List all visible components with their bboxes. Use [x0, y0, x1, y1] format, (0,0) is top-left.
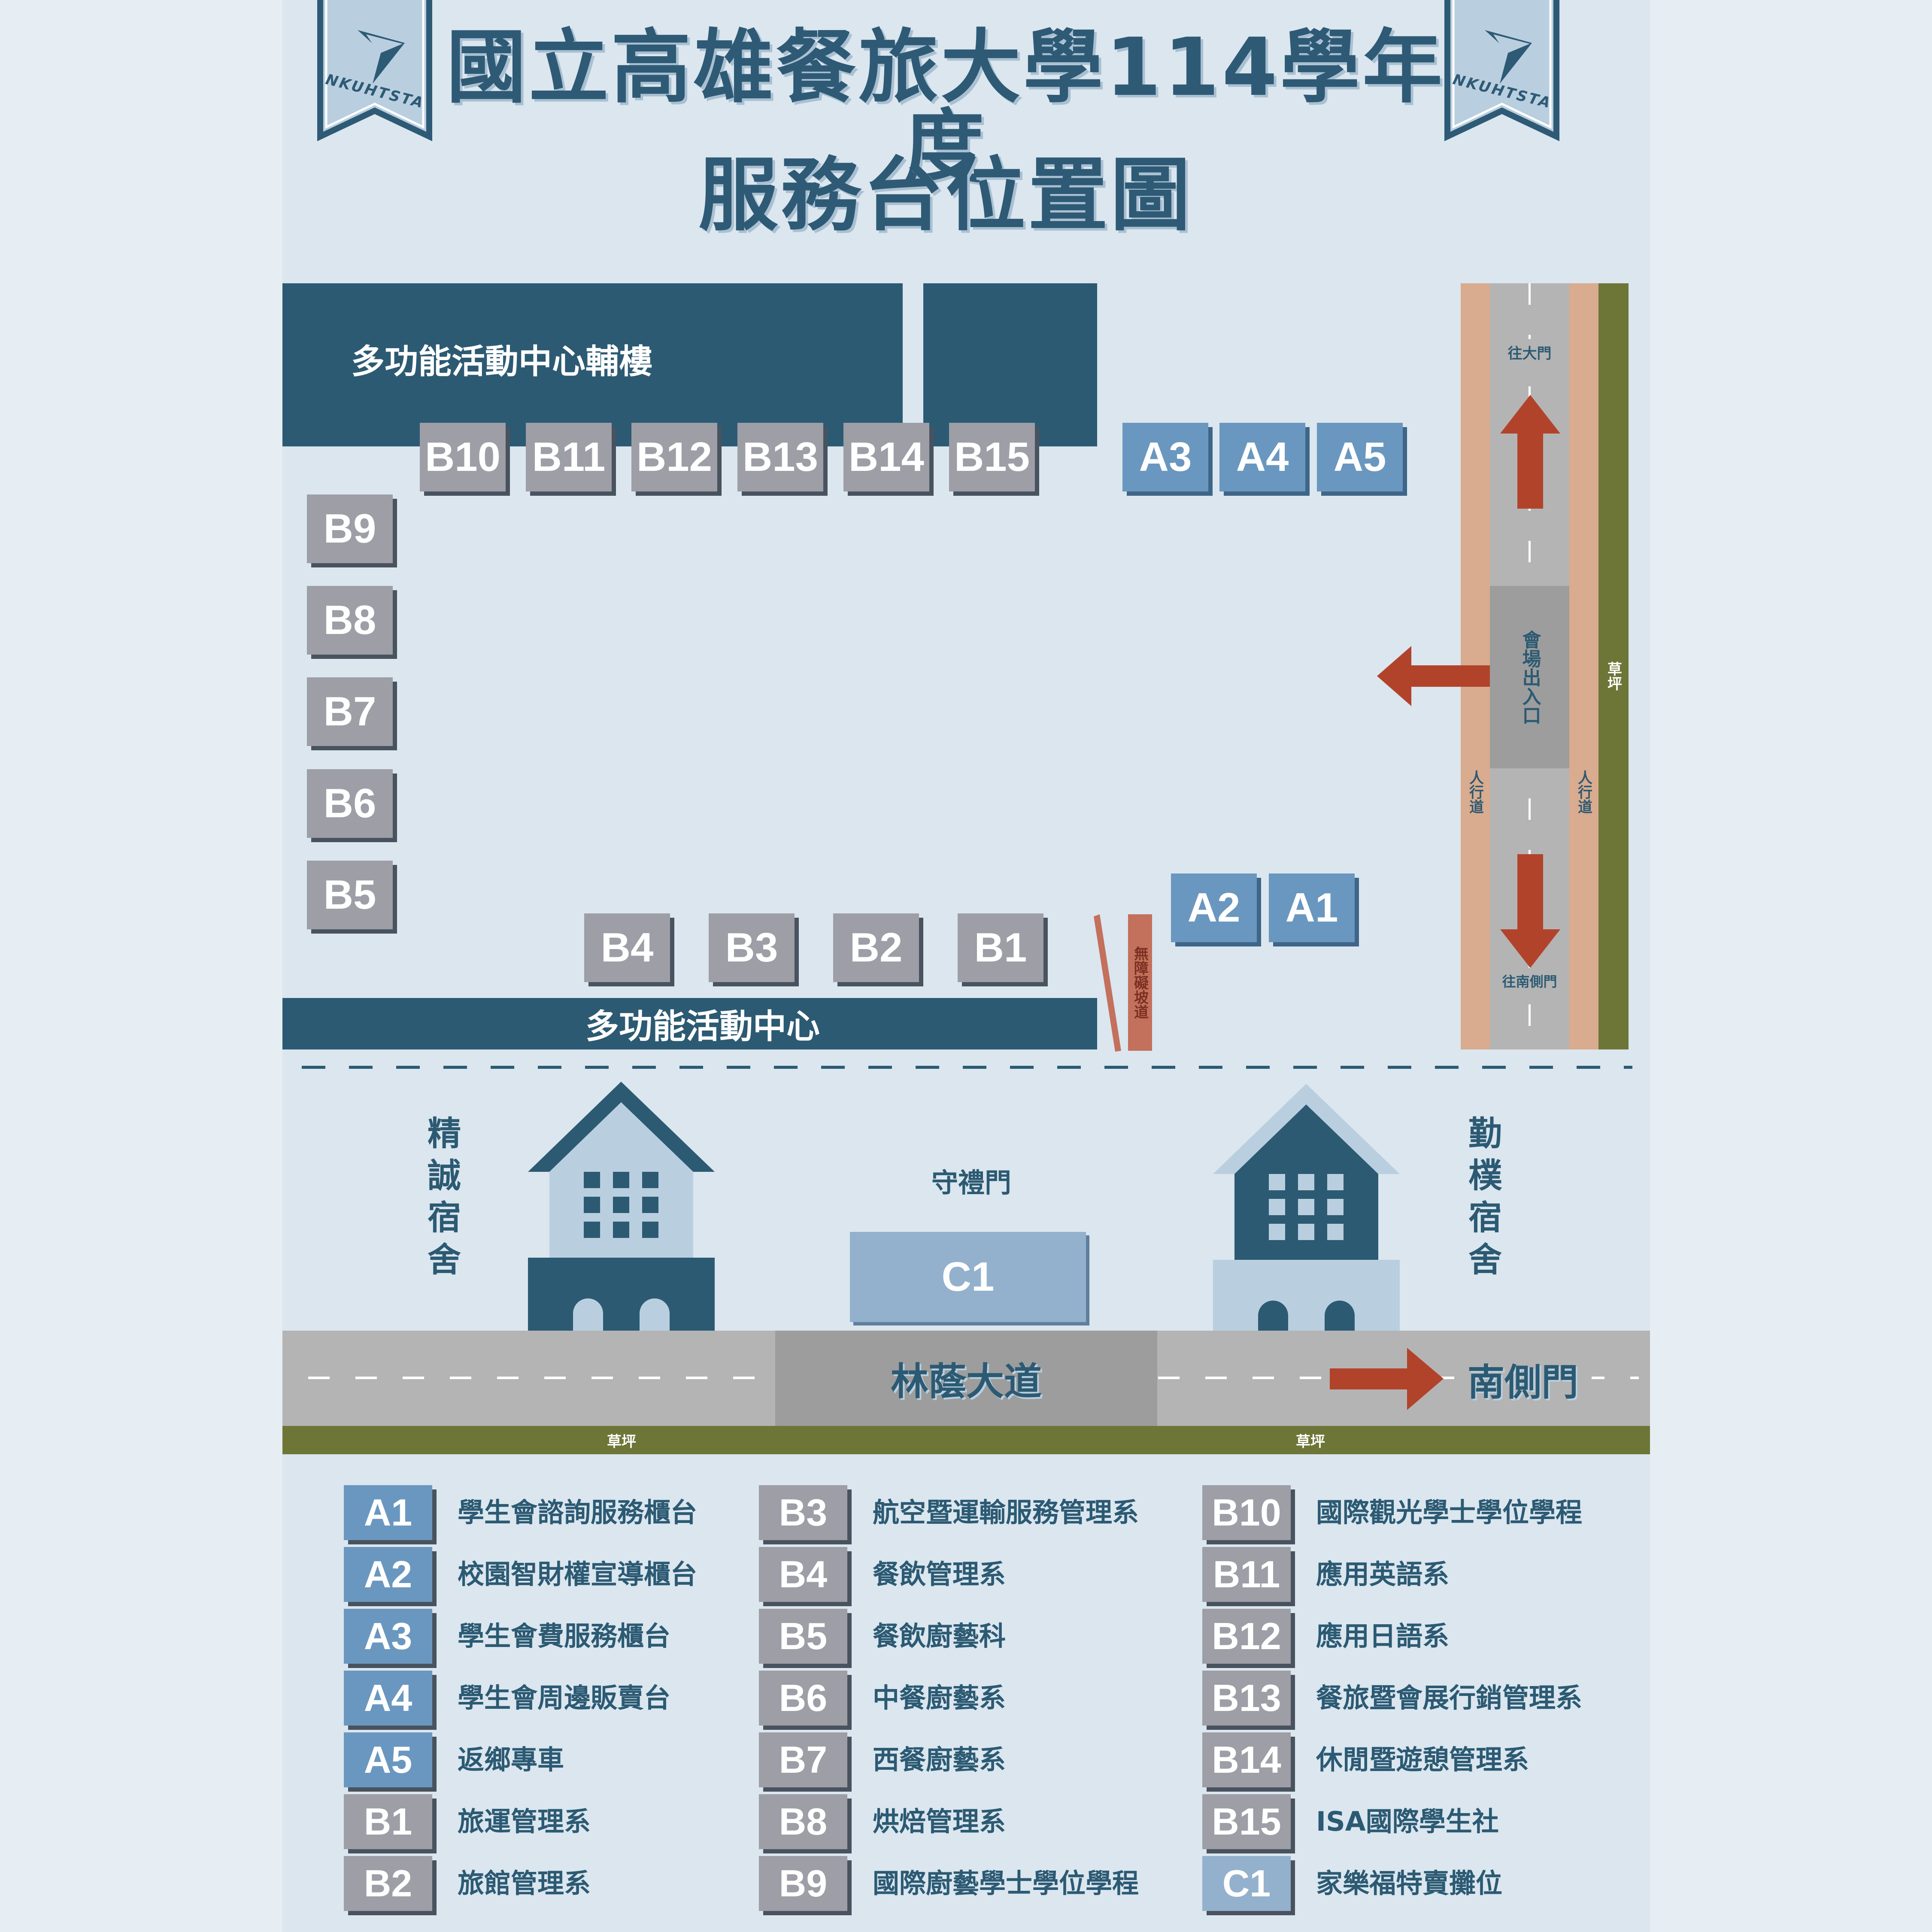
dorm-left-label: 精誠宿舍 [422, 1116, 461, 1284]
page-title: 國立高雄餐旅大學114學年度 [446, 21, 1445, 194]
grass-strip-bottom [282, 1426, 1650, 1454]
legend-name-b3: 航空暨運輸服務管理系 [873, 1497, 1139, 1528]
poster: NKUHTSTA NKUHTSTA 國立高雄餐旅大學114學年度 服務台位置圖 … [282, 0, 1650, 1932]
booth-b6[interactable]: B6 [307, 769, 393, 838]
legend-code-a1: A1 [344, 1485, 432, 1540]
booth-a4[interactable]: A4 [1219, 423, 1305, 491]
annex-building [282, 283, 903, 446]
page-subtitle: 服務台位置圖 [698, 149, 1193, 242]
legend-code-b7: B7 [759, 1732, 847, 1787]
legend-code-a4: A4 [344, 1671, 432, 1726]
arrow-right-icon [1330, 1348, 1444, 1410]
legend-code-b15: B15 [1202, 1794, 1291, 1849]
booth-b1[interactable]: B1 [958, 913, 1043, 982]
grass-right-label: 草坪 [1604, 661, 1622, 691]
booth-b10[interactable]: B10 [420, 423, 506, 491]
grass-strip-right [1598, 283, 1629, 1049]
gate-label: 守禮門 [931, 1167, 1011, 1198]
legend-name-b9: 國際廚藝學士學位學程 [873, 1868, 1139, 1899]
legend-name-a2: 校園智財權宣導櫃台 [458, 1559, 698, 1590]
booth-b8[interactable]: B8 [307, 586, 393, 655]
sidewalk-right [1569, 283, 1598, 1049]
legend-code-b5: B5 [759, 1609, 847, 1664]
legend-code-a2: A2 [344, 1547, 432, 1602]
legend-name-a4: 學生會周邊販賣台 [458, 1682, 671, 1714]
divider-dashed [302, 1066, 1632, 1069]
legend-code-b10: B10 [1202, 1485, 1291, 1540]
legend-name-b2: 旅館管理系 [458, 1868, 591, 1899]
booth-b14[interactable]: B14 [843, 423, 929, 491]
booth-a3[interactable]: A3 [1122, 423, 1208, 491]
legend-name-b8: 烘焙管理系 [873, 1806, 1006, 1837]
booth-b15[interactable]: B15 [949, 423, 1035, 491]
legend-name-b15: ISA國際學生社 [1316, 1806, 1499, 1837]
booth-a5[interactable]: A5 [1317, 423, 1403, 491]
arrow-up-icon [1498, 395, 1562, 509]
booth-a1[interactable]: A1 [1269, 873, 1355, 942]
legend-name-b12: 應用日語系 [1316, 1620, 1450, 1652]
arrow-down-icon [1498, 854, 1562, 968]
annex-building-wing [923, 283, 1097, 446]
legend-name-b11: 應用英語系 [1316, 1559, 1450, 1590]
legend-code-b1: B1 [344, 1794, 432, 1849]
legend-name-b14: 休閒暨遊憩管理系 [1316, 1744, 1529, 1775]
legend-name-b7: 西餐廚藝系 [873, 1744, 1006, 1775]
road-label-south-gate: 往南側門 [1490, 968, 1569, 994]
ramp-slope-icon [1094, 914, 1124, 1052]
sidewalk-right-label: 人行道 [1575, 770, 1592, 814]
main-building-label: 多功能活動中心 [585, 1007, 820, 1046]
road-label-main-gate: 往大門 [1490, 339, 1569, 365]
legend-code-b2: B2 [344, 1856, 432, 1911]
legend-code-b11: B11 [1202, 1547, 1291, 1602]
booth-a2[interactable]: A2 [1171, 873, 1257, 942]
booth-b12[interactable]: B12 [631, 423, 717, 491]
legend-name-c1: 家樂福特賣攤位 [1316, 1868, 1503, 1899]
legend-name-a3: 學生會費服務櫃台 [458, 1620, 671, 1652]
booth-b5[interactable]: B5 [307, 861, 393, 929]
legend-name-b10: 國際觀光學士學位學程 [1316, 1497, 1583, 1528]
legend-code-a3: A3 [344, 1609, 432, 1664]
booth-b9[interactable]: B9 [307, 494, 393, 563]
grass-bottom-right-label: 草坪 [1296, 1433, 1325, 1450]
lane-dash-left [308, 1377, 755, 1379]
legend-code-b6: B6 [759, 1671, 847, 1726]
grass-bottom-left-label: 草坪 [607, 1433, 636, 1450]
booth-b7[interactable]: B7 [307, 677, 393, 746]
legend-name-b1: 旅運管理系 [458, 1806, 591, 1837]
legend-code-b3: B3 [759, 1485, 847, 1540]
legend-code-b4: B4 [759, 1547, 847, 1602]
sidewalk-left-label: 人行道 [1466, 770, 1484, 814]
legend-code-c1: C1 [1202, 1856, 1291, 1911]
booth-c1[interactable]: C1 [850, 1232, 1086, 1322]
legend-code-b8: B8 [759, 1794, 847, 1849]
legend-code-b13: B13 [1202, 1671, 1291, 1726]
south-gate-label: 南側門 [1454, 1348, 1592, 1410]
annex-building-label: 多功能活動中心輔樓 [351, 343, 653, 381]
main-building [282, 998, 1097, 1049]
venue-entrance: 會場出入口 [1490, 586, 1569, 768]
dorm-right-building-icon [1213, 1084, 1400, 1333]
legend-name-a1: 學生會諮詢服務櫃台 [458, 1497, 698, 1528]
booth-b13[interactable]: B13 [737, 423, 823, 491]
legend-code-b9: B9 [759, 1856, 847, 1911]
booth-b11[interactable]: B11 [526, 423, 612, 491]
booth-b2[interactable]: B2 [833, 913, 919, 982]
legend-name-b4: 餐飲管理系 [873, 1559, 1006, 1590]
logo-banner-left [317, 0, 433, 142]
ramp-label: 無障礙坡道 [1128, 914, 1152, 1051]
logo-banner-right [1444, 0, 1560, 142]
booth-b3[interactable]: B3 [709, 913, 795, 982]
legend-name-b5: 餐飲廚藝科 [873, 1620, 1006, 1652]
legend-code-a5: A5 [344, 1732, 432, 1787]
dorm-left-building-icon [528, 1082, 715, 1331]
legend-name-b13: 餐旅暨會展行銷管理系 [1316, 1682, 1583, 1714]
boulevard: 林蔭大道 [775, 1331, 1157, 1426]
arrow-left-icon [1377, 644, 1490, 708]
legend-code-b12: B12 [1202, 1609, 1291, 1664]
legend-name-a5: 返鄉專車 [458, 1744, 564, 1775]
dorm-right-label: 勤樸宿舍 [1463, 1116, 1501, 1284]
legend-name-b6: 中餐廚藝系 [873, 1682, 1006, 1714]
legend-code-b14: B14 [1202, 1732, 1291, 1787]
booth-b4[interactable]: B4 [584, 913, 670, 982]
